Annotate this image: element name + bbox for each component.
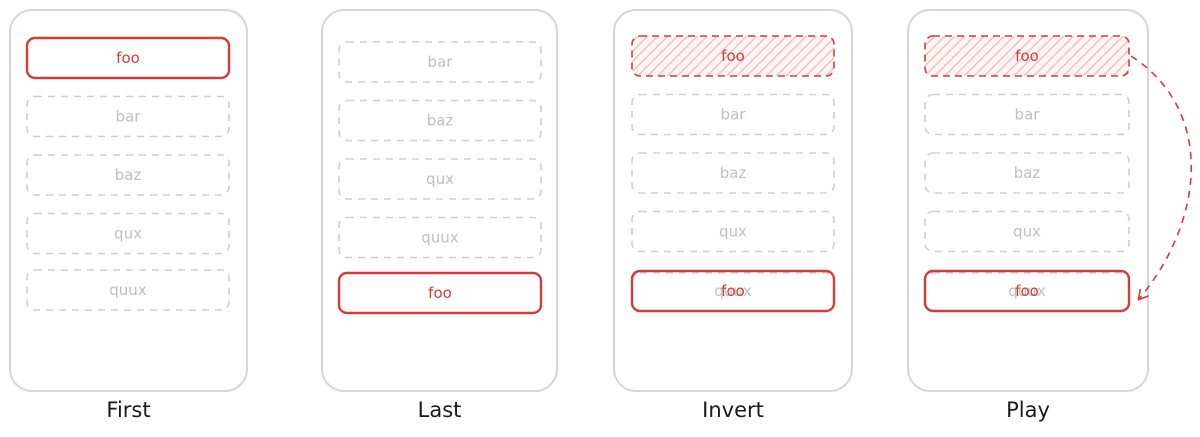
underlay-label: quux <box>714 282 752 300</box>
item-box <box>26 154 230 196</box>
list-item-qux: qux <box>631 210 835 253</box>
list-item-baz: baz <box>338 99 542 142</box>
list-item-foo: foo <box>924 35 1130 77</box>
panel-caption: First <box>106 398 150 422</box>
item-label: baz <box>1014 164 1041 182</box>
item-box <box>631 35 835 77</box>
item-box <box>924 152 1130 194</box>
move-arrow <box>1130 55 1193 301</box>
item-label: foo <box>1015 282 1039 300</box>
panel-caption: Play <box>1006 398 1050 422</box>
list-item-bar: bar <box>631 93 835 136</box>
item-label: qux <box>719 223 747 241</box>
list-item-bar: bar <box>924 93 1130 136</box>
list-item-baz: baz <box>26 154 230 196</box>
list-item-qux: qux <box>26 212 230 255</box>
item-label: qux <box>426 170 454 188</box>
item-box <box>924 93 1130 136</box>
item-label: foo <box>428 284 452 302</box>
item-label: bar <box>1015 106 1041 124</box>
list-item-quux: quux <box>338 216 542 259</box>
panel-caption: Last <box>418 398 462 422</box>
list-item-quux: quux <box>26 269 230 311</box>
item-label: baz <box>720 164 747 182</box>
phone-frame <box>9 9 248 392</box>
list-item-bar: bar <box>338 41 542 83</box>
item-label: foo <box>721 47 745 65</box>
item-box <box>631 152 835 194</box>
list-item-qux: qux <box>338 158 542 200</box>
item-label: quux <box>109 281 147 299</box>
item-box <box>338 41 542 83</box>
item-box <box>631 210 835 253</box>
phone-frame <box>613 9 853 392</box>
item-label: baz <box>115 166 142 184</box>
item-label: foo <box>1015 47 1039 65</box>
item-label: foo <box>721 282 745 300</box>
item-box <box>630 269 836 313</box>
item-box <box>338 99 542 142</box>
item-box <box>631 93 835 136</box>
list-item-baz: baz <box>924 152 1130 194</box>
phone-frame <box>321 9 558 392</box>
underlay-label: quux <box>1008 282 1046 300</box>
item-label: qux <box>114 225 142 243</box>
item-label: quux <box>421 229 459 247</box>
item-label: qux <box>1013 223 1041 241</box>
phone-frame <box>907 9 1149 392</box>
item-box <box>924 35 1130 77</box>
item-box <box>924 210 1130 253</box>
item-box <box>26 269 230 311</box>
item-box <box>26 95 230 138</box>
item-box <box>337 271 543 315</box>
item-box <box>338 216 542 259</box>
list-item-foo: foo <box>25 36 231 80</box>
item-label: baz <box>427 112 454 130</box>
panel-caption: Invert <box>702 398 764 422</box>
list-item-bar: bar <box>26 95 230 138</box>
list-item-foo: foo <box>337 271 543 315</box>
item-box <box>26 212 230 255</box>
item-label: foo <box>116 49 140 67</box>
item-label: bar <box>721 106 747 124</box>
item-box <box>338 158 542 200</box>
item-box <box>923 269 1131 313</box>
list-item-qux: qux <box>924 210 1130 253</box>
item-box <box>25 36 231 80</box>
list-item-baz: baz <box>631 152 835 194</box>
list-item-foo: foo <box>631 35 835 77</box>
item-label: bar <box>428 53 454 71</box>
item-label: bar <box>116 108 142 126</box>
